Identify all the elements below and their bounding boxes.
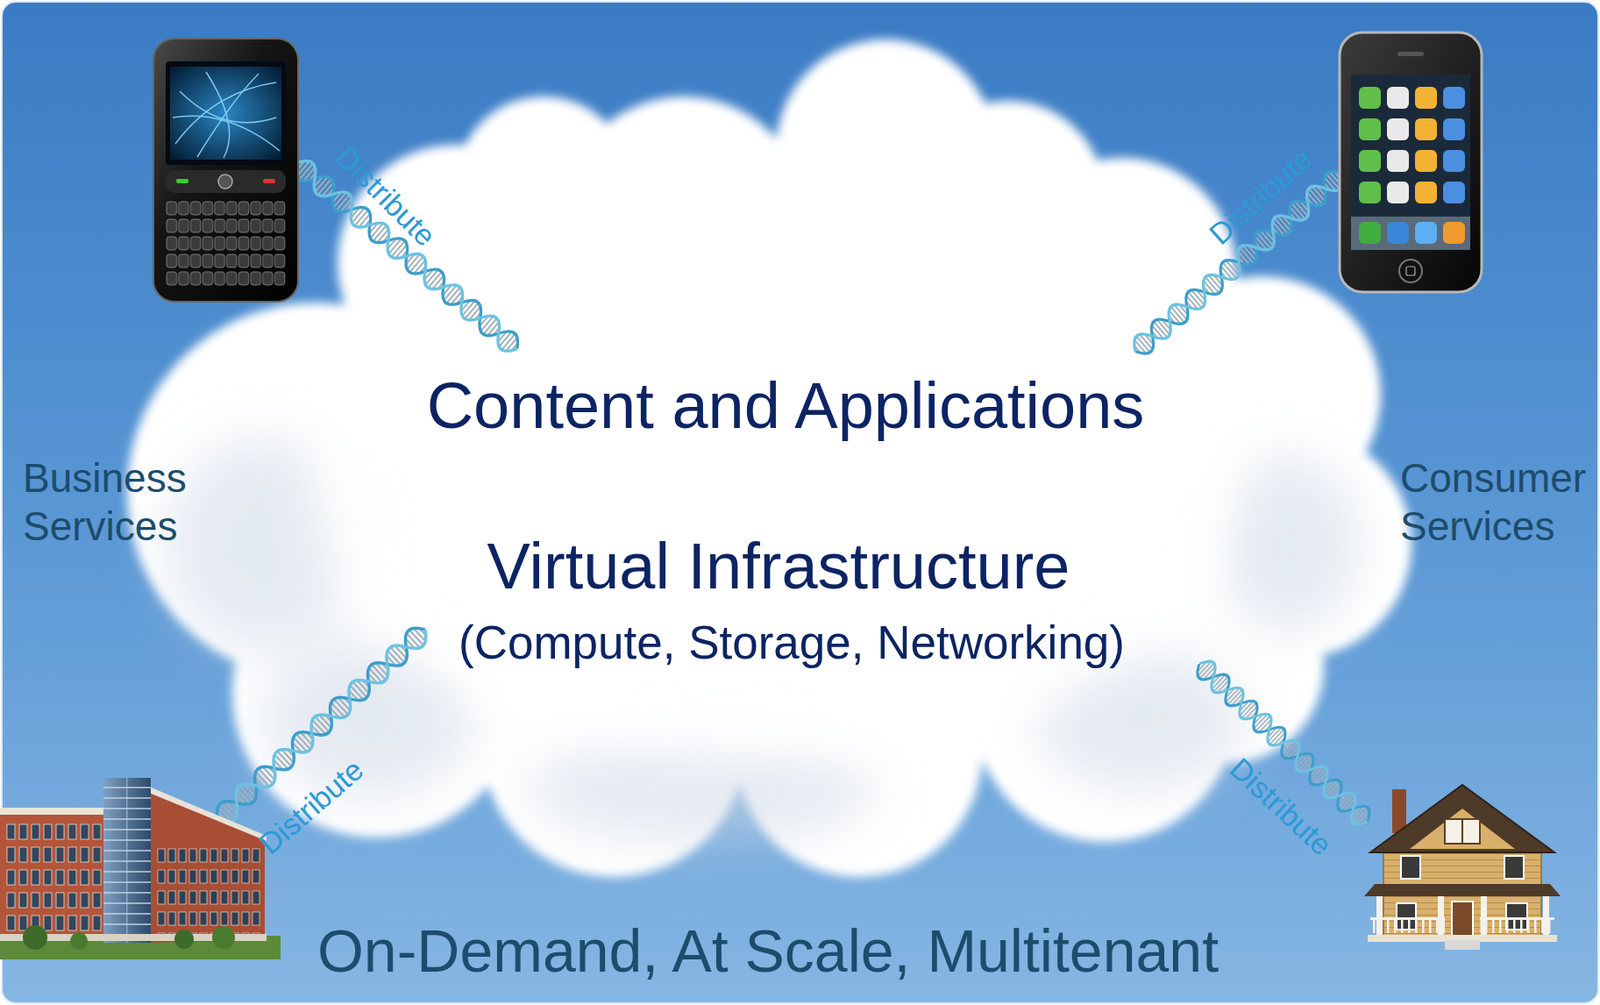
- cloud-shape: [122, 35, 1421, 877]
- cloud-heading: Content and Applications: [426, 367, 1145, 446]
- cloud-node: Content and ApplicationsVirtual Infrastr…: [122, 35, 1421, 877]
- footer-label: On-Demand, At Scale, Multitenant: [317, 915, 1219, 988]
- side-label: Consumer Services: [1400, 454, 1595, 551]
- cloud-heading: Virtual Infrastructure: [487, 527, 1071, 606]
- cloud-subtext: (Compute, Storage, Networking): [458, 614, 1125, 671]
- side-label: Business Services: [22, 454, 225, 551]
